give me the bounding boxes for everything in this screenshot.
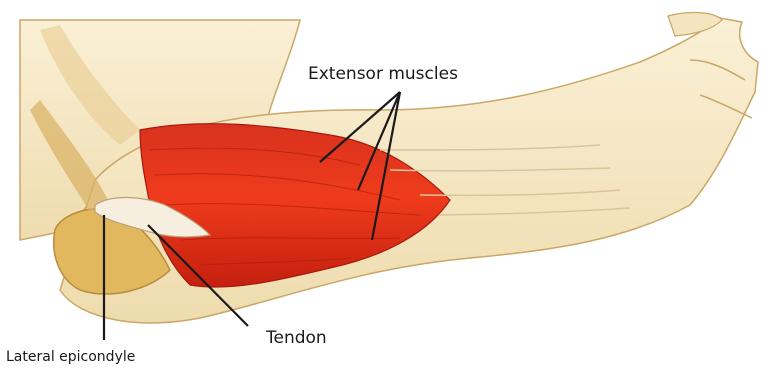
label-extensor-muscles: Extensor muscles bbox=[308, 64, 458, 84]
label-lateral-epicondyle: Lateral epicondyle bbox=[6, 349, 135, 365]
label-tendon: Tendon bbox=[266, 328, 327, 348]
